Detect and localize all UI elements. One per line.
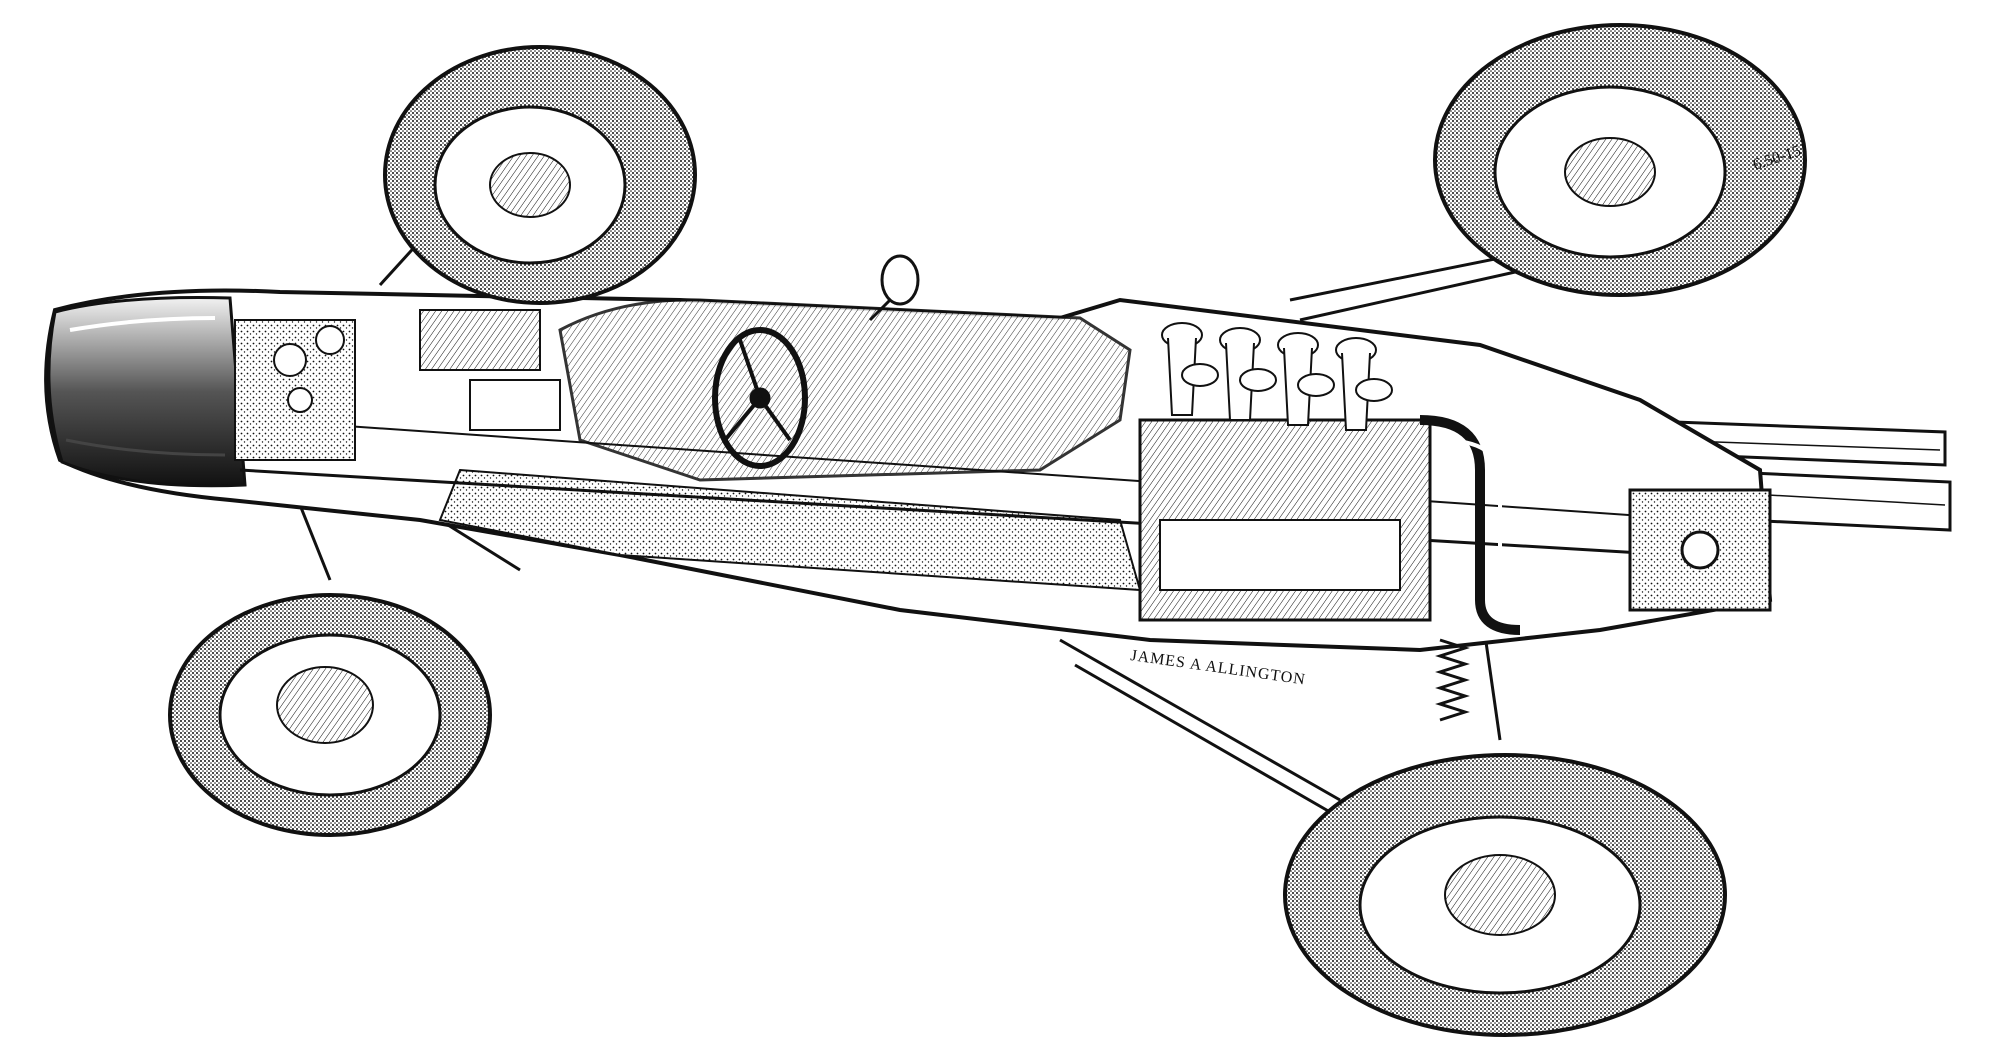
rear-right-wheel [1283,753,1727,1037]
steering-wheel [712,327,808,469]
gearbox [1628,488,1772,612]
front-mechanics [234,309,561,461]
rear-spring [1435,638,1470,722]
front-right-wheel [168,593,492,837]
nose-cone [47,296,247,488]
artist-signature: JAMES A ALLINGTON [1129,647,1306,688]
rear-left-wheel: 6.50-15 [1433,23,1807,297]
mirror [868,254,920,322]
engine [1138,322,1521,635]
front-left-wheel [383,45,697,305]
